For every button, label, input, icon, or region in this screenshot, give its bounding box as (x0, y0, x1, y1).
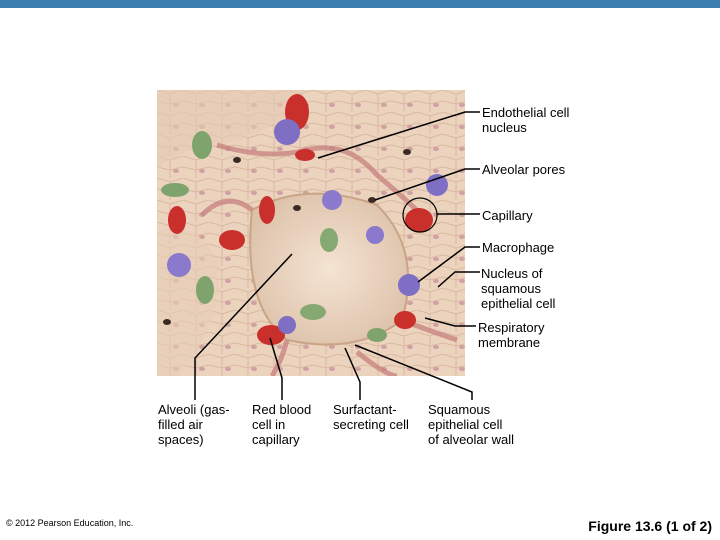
label-alveoli: Alveoli (gas- filled air spaces) (158, 402, 230, 447)
figure-number: Figure 13.6 (1 of 2) (588, 518, 712, 534)
alveoli-illustration (157, 90, 465, 376)
copyright-notice: © 2012 Pearson Education, Inc. (6, 518, 133, 528)
label-macrophage: Macrophage (482, 240, 554, 255)
label-respiratory-membrane: Respiratory membrane (478, 320, 544, 350)
label-alveolar-pores: Alveolar pores (482, 162, 565, 177)
label-capillary: Capillary (482, 208, 533, 223)
label-red-blood-cell: Red blood cell in capillary (252, 402, 311, 447)
label-surfactant-cell: Surfactant- secreting cell (333, 402, 409, 432)
top-accent-bar (0, 0, 720, 8)
label-squamous-nucleus: Nucleus of squamous epithelial cell (481, 266, 555, 311)
label-squamous-wall: Squamous epithelial cell of alveolar wal… (428, 402, 514, 447)
label-endothelial-cell-nucleus: Endothelial cell nucleus (482, 105, 569, 135)
